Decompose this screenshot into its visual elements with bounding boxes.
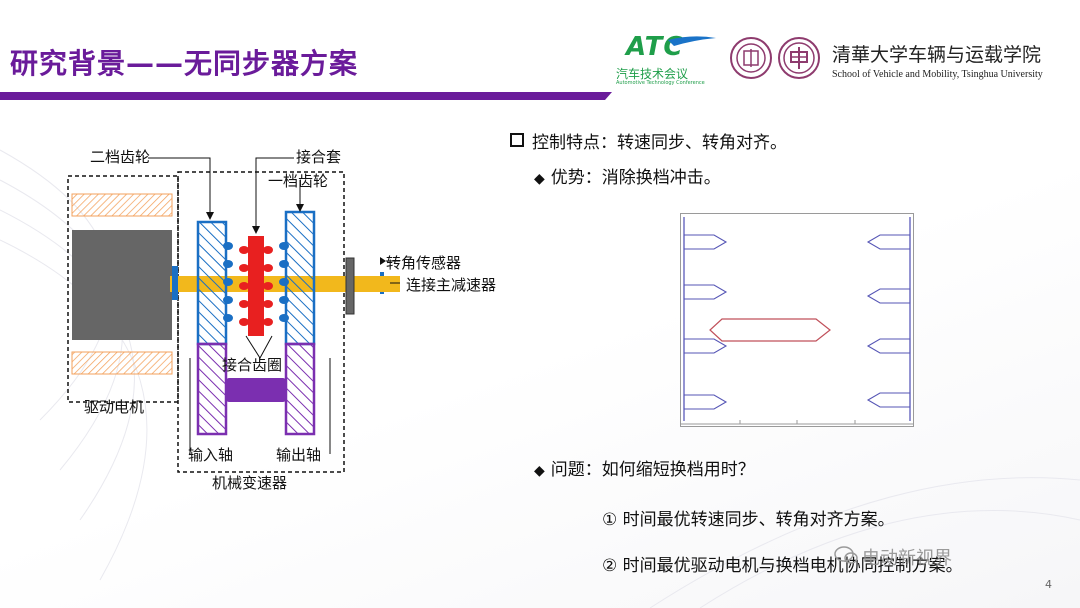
page-title: 研究背景——无同步器方案	[10, 47, 359, 80]
school-name-en: School of Vehicle and Mobility, Tsinghua…	[832, 69, 1043, 80]
atc-swoosh	[668, 36, 716, 46]
vehicle-school-seal-icon	[778, 37, 820, 79]
label-final-drive: 连接主减速器	[406, 276, 497, 294]
wechat-icon	[834, 546, 858, 564]
first-gear	[284, 210, 316, 346]
transmission-diagram: 二档齿轮 接合套 一档齿轮 转角传感器 连接主减速器 接合齿圈 驱动电机 输入轴…	[60, 140, 530, 500]
ring-gear-shaft	[226, 378, 286, 402]
tsinghua-seal-icon	[730, 37, 772, 79]
diamond-bullet-icon: ◆	[534, 171, 545, 187]
stator-bottom	[71, 351, 173, 375]
label-sleeve: 接合套	[296, 148, 342, 166]
label-angle-sensor: 转角传感器	[386, 254, 462, 272]
stator-top	[71, 193, 173, 217]
label-drive-motor: 驱动电机	[84, 398, 145, 416]
control-feature-bullet: 控制特点：转速同步、转角对齐。	[510, 128, 787, 153]
engagement-sleeve	[248, 236, 264, 336]
transmission-box	[177, 171, 345, 473]
angle-sensor	[345, 257, 355, 315]
solution-item-2: ② 时间最优驱动电机与换档电机协同控制方案。	[602, 556, 963, 576]
transmission-schematic	[67, 157, 400, 473]
input-gear	[196, 342, 228, 436]
problem-bullet: ◆问题：如何缩短换档用时？	[534, 460, 755, 480]
title-underline	[0, 92, 612, 100]
atc-logo: ATC 汽车技术会议 Automotive Technology Confere…	[612, 32, 720, 90]
school-name-cn: 清華大学车辆与运载学院	[832, 44, 1042, 66]
shaft-coupling	[172, 266, 178, 300]
label-output-shaft: 输出轴	[276, 446, 322, 464]
engagement-animation-figure	[680, 213, 914, 427]
label-second-gear: 二档齿轮	[90, 148, 151, 166]
output-gear	[284, 342, 316, 436]
second-gear	[196, 220, 228, 346]
solution-item-1: ① 时间最优转速同步、转角对齐方案。	[602, 510, 895, 530]
diamond-bullet-icon: ◆	[534, 463, 545, 479]
label-first-gear: 一档齿轮	[268, 172, 329, 190]
page-number: 4	[1045, 578, 1052, 591]
rotor	[72, 230, 172, 340]
label-transmission: 机械变速器	[212, 474, 288, 492]
label-ring-gear: 接合齿圈	[222, 356, 283, 374]
square-bullet-icon	[510, 133, 524, 147]
label-input-shaft: 输入轴	[188, 446, 234, 464]
advantage-bullet: ◆优势：消除换档冲击。	[534, 168, 721, 188]
watermark-text: 电动新视界	[862, 548, 952, 569]
